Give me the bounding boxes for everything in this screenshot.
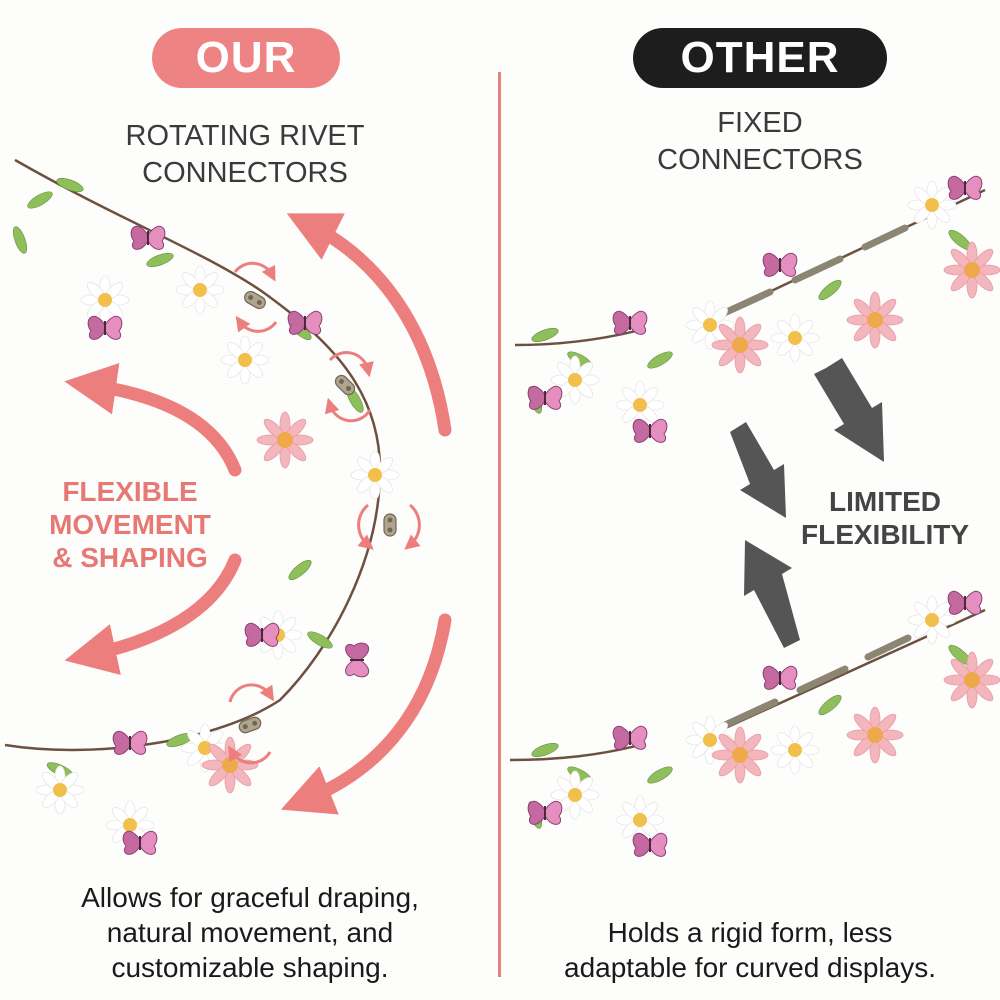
our-badge-label: OUR (195, 33, 297, 82)
big-curved-arrows (64, 213, 452, 815)
limited-callout-line2: FLEXIBILITY (801, 519, 969, 550)
flexible-callout-line2: MOVEMENT (49, 509, 211, 540)
right-subtitle-line2: CONNECTORS (657, 144, 863, 176)
right-caption-line2: adaptable for curved displays. (564, 952, 936, 983)
rotation-arrows (228, 261, 421, 765)
right-garland-upper (514, 175, 1000, 444)
our-badge: OUR (152, 28, 340, 88)
left-caption: Allows for graceful draping, natural mov… (40, 880, 460, 985)
right-caption-line1: Holds a rigid form, less (607, 917, 893, 948)
right-garland-lower (509, 590, 1000, 858)
left-caption-line2: natural movement, and (106, 917, 394, 948)
other-badge: OTHER (633, 28, 887, 88)
left-caption-line3: customizable shaping. (111, 952, 389, 983)
left-subtitle-line2: CONNECTORS (142, 157, 348, 189)
left-garland (4, 158, 400, 856)
flexible-callout-line1: FLEXIBLE (62, 476, 198, 507)
left-caption-line1: Allows for graceful draping, (81, 882, 419, 913)
limited-callout: LIMITED FLEXIBILITY (790, 485, 980, 551)
left-subtitle: ROTATING RIVET CONNECTORS (100, 118, 390, 192)
flexible-callout-line3: & SHAPING (52, 542, 208, 573)
other-badge-label: OTHER (680, 33, 840, 82)
left-subtitle-line1: ROTATING RIVET (125, 120, 365, 152)
right-subtitle: FIXED CONNECTORS (630, 105, 890, 179)
right-caption: Holds a rigid form, less adaptable for c… (530, 915, 970, 985)
limited-callout-line1: LIMITED (829, 486, 941, 517)
center-divider (498, 72, 501, 977)
flexible-callout: FLEXIBLE MOVEMENT & SHAPING (30, 475, 230, 574)
straight-arrows (730, 358, 884, 648)
right-subtitle-line1: FIXED (717, 107, 803, 139)
